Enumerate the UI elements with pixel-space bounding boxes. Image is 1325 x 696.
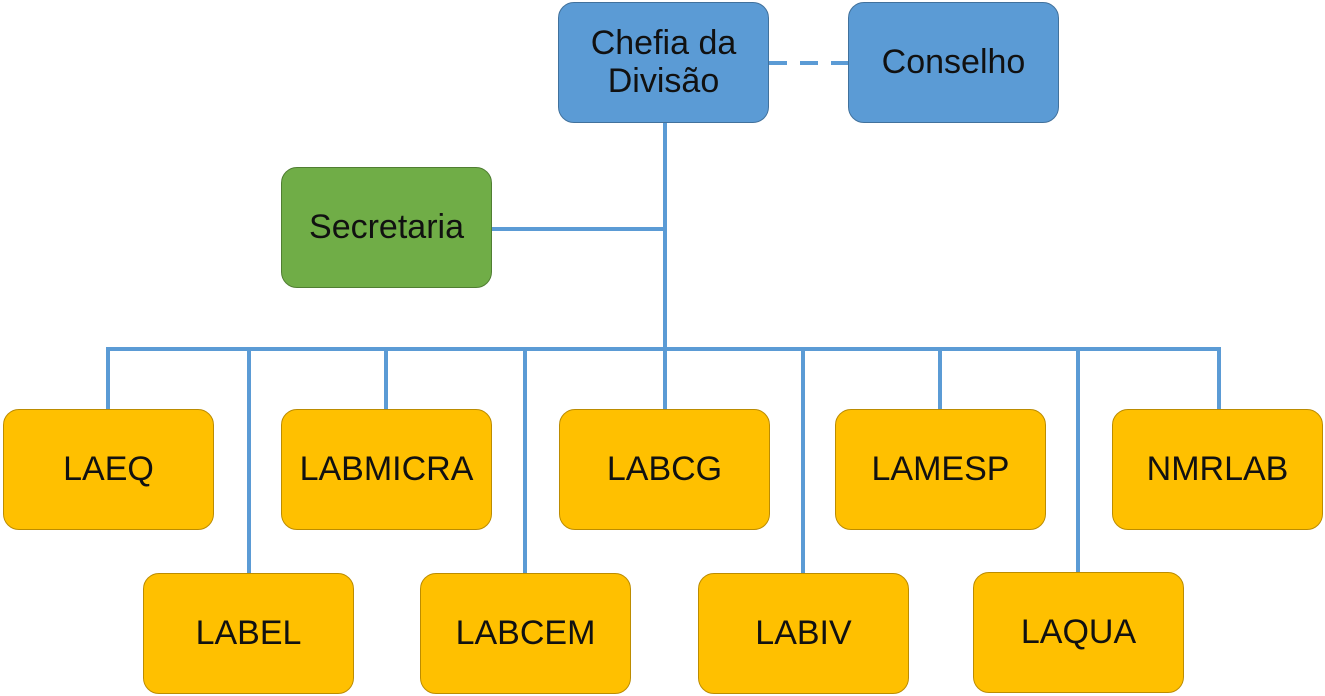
lab-node-labiv: LABIV (698, 573, 909, 694)
lab-label: LABCG (606, 449, 723, 488)
lab-node-labcem: LABCEM (420, 573, 631, 694)
lab-node-lamesp: LAMESP (835, 409, 1046, 530)
lab-node-laeq: LAEQ (3, 409, 214, 530)
lab-node-labcg: LABCG (559, 409, 770, 530)
lab-label: LABIV (755, 613, 852, 652)
lab-node-laqua: LAQUA (973, 572, 1184, 693)
secretaria-node: Secretaria (281, 167, 492, 288)
lab-label: LABMICRA (299, 449, 474, 488)
lab-label: LAMESP (871, 449, 1010, 488)
chefia-da-divisao-label: Chefia da Divisão (590, 24, 737, 100)
lab-label: NMRLAB (1146, 449, 1289, 488)
lab-node-label: LABEL (143, 573, 354, 694)
lab-label: LAQUA (1020, 612, 1137, 651)
conselho-label: Conselho (881, 42, 1026, 81)
lab-label: LABEL (195, 613, 302, 652)
lab-label: LABCEM (455, 613, 596, 652)
lab-node-nmrlab: NMRLAB (1112, 409, 1323, 530)
lab-node-labmicra: LABMICRA (281, 409, 492, 530)
secretaria-label: Secretaria (309, 207, 464, 246)
lab-label: LAEQ (63, 449, 154, 488)
chefia-da-divisao-node: Chefia da Divisão (558, 2, 769, 123)
conselho-node: Conselho (848, 2, 1059, 123)
